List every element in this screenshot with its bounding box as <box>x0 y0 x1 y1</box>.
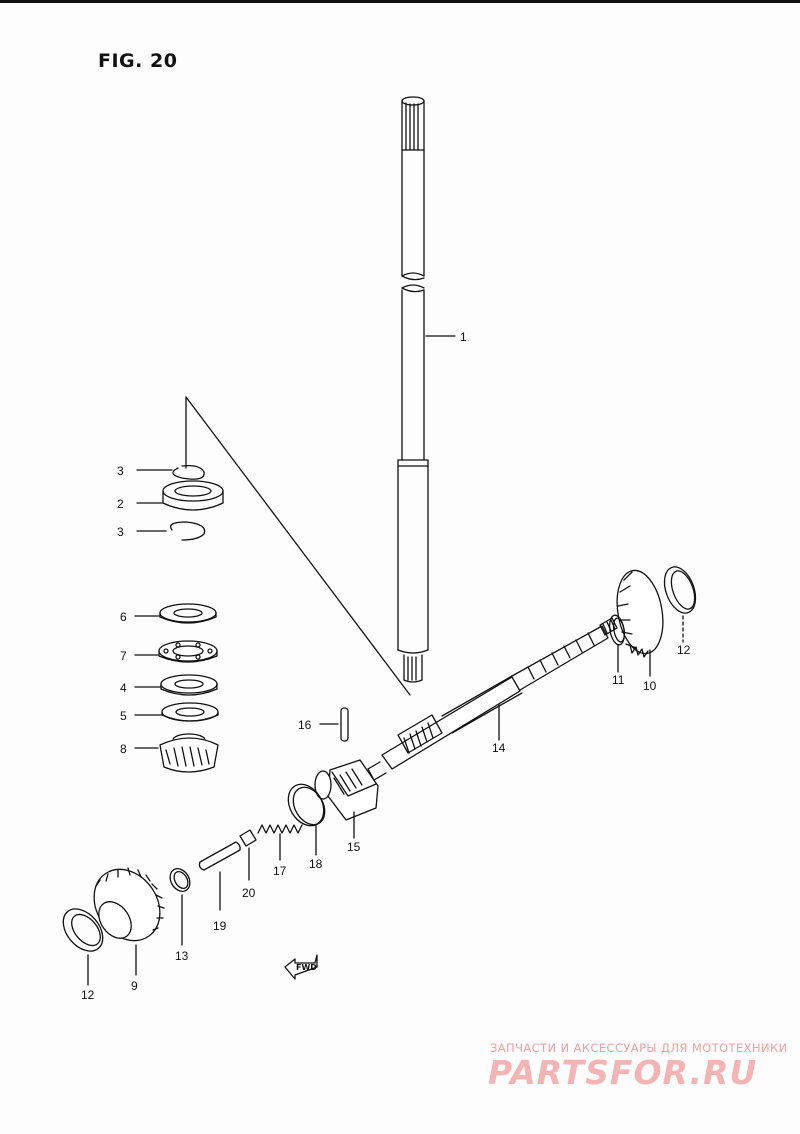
part-10-forward-gear <box>616 569 664 677</box>
watermark-tagline: ЗАПЧАСТИ И АКСЕССУАРЫ ДЛЯ МОТОТЕХНИКИ <box>490 1041 788 1055</box>
watermark-logo: PARTSFOR.RU <box>488 1053 758 1092</box>
part-11-thrust-washer <box>608 614 626 673</box>
fwd-label: FWD <box>296 963 317 972</box>
part-17-spring <box>257 824 303 861</box>
part-5-shim <box>134 702 219 722</box>
part-6-thrust-washer <box>134 603 217 624</box>
callout-11: 11 <box>612 673 625 687</box>
callout-3-upper: 3 <box>117 464 124 478</box>
callout-12-left: 12 <box>81 988 95 1002</box>
part-12-shim-right <box>663 566 697 643</box>
callout-2: 2 <box>117 497 124 511</box>
callout-14: 14 <box>492 741 506 755</box>
callout-3-lower: 3 <box>117 525 124 539</box>
part-4-washer <box>134 674 218 696</box>
part-9-reverse-gear <box>93 867 165 976</box>
callout-15: 15 <box>347 840 361 854</box>
callout-16: 16 <box>298 718 312 732</box>
callout-5: 5 <box>120 709 127 723</box>
part-3-circlip-lower <box>136 521 206 541</box>
callout-9: 9 <box>131 979 138 993</box>
callout-18: 18 <box>309 857 323 871</box>
part-7-thrust-bearing <box>134 640 218 663</box>
part-2-bearing <box>136 480 224 511</box>
part-3-circlip-upper <box>136 464 205 480</box>
callout-19: 19 <box>213 919 227 933</box>
callout-20: 20 <box>242 886 256 900</box>
part-14-propeller-shaft <box>367 617 618 781</box>
part-19-shift-pin <box>198 841 241 911</box>
callout-10: 10 <box>643 679 657 693</box>
part-12-shim-left <box>62 908 104 986</box>
callout-7: 7 <box>120 649 127 663</box>
part-13-washer <box>169 868 191 946</box>
callout-6: 6 <box>120 610 127 624</box>
callout-8: 8 <box>120 742 127 756</box>
callout-4: 4 <box>120 681 127 695</box>
callout-17: 17 <box>273 864 287 878</box>
part-20-plunger <box>239 829 257 881</box>
fwd-arrow-icon <box>284 954 318 980</box>
part-8-pinion-gear <box>134 733 219 773</box>
callout-13: 13 <box>175 949 189 963</box>
callout-12-right: 12 <box>677 643 691 657</box>
part-1-drive-shaft <box>397 96 456 683</box>
part-18-spring-ring <box>287 783 326 856</box>
part-16-pin <box>319 707 349 742</box>
top-border-rule <box>0 0 800 3</box>
part-15-clutch-dog <box>314 759 379 839</box>
figure-title: FIG. 20 <box>98 50 178 72</box>
callout-1: 1 <box>460 330 467 344</box>
leader-bracket-diagonal <box>185 396 411 696</box>
